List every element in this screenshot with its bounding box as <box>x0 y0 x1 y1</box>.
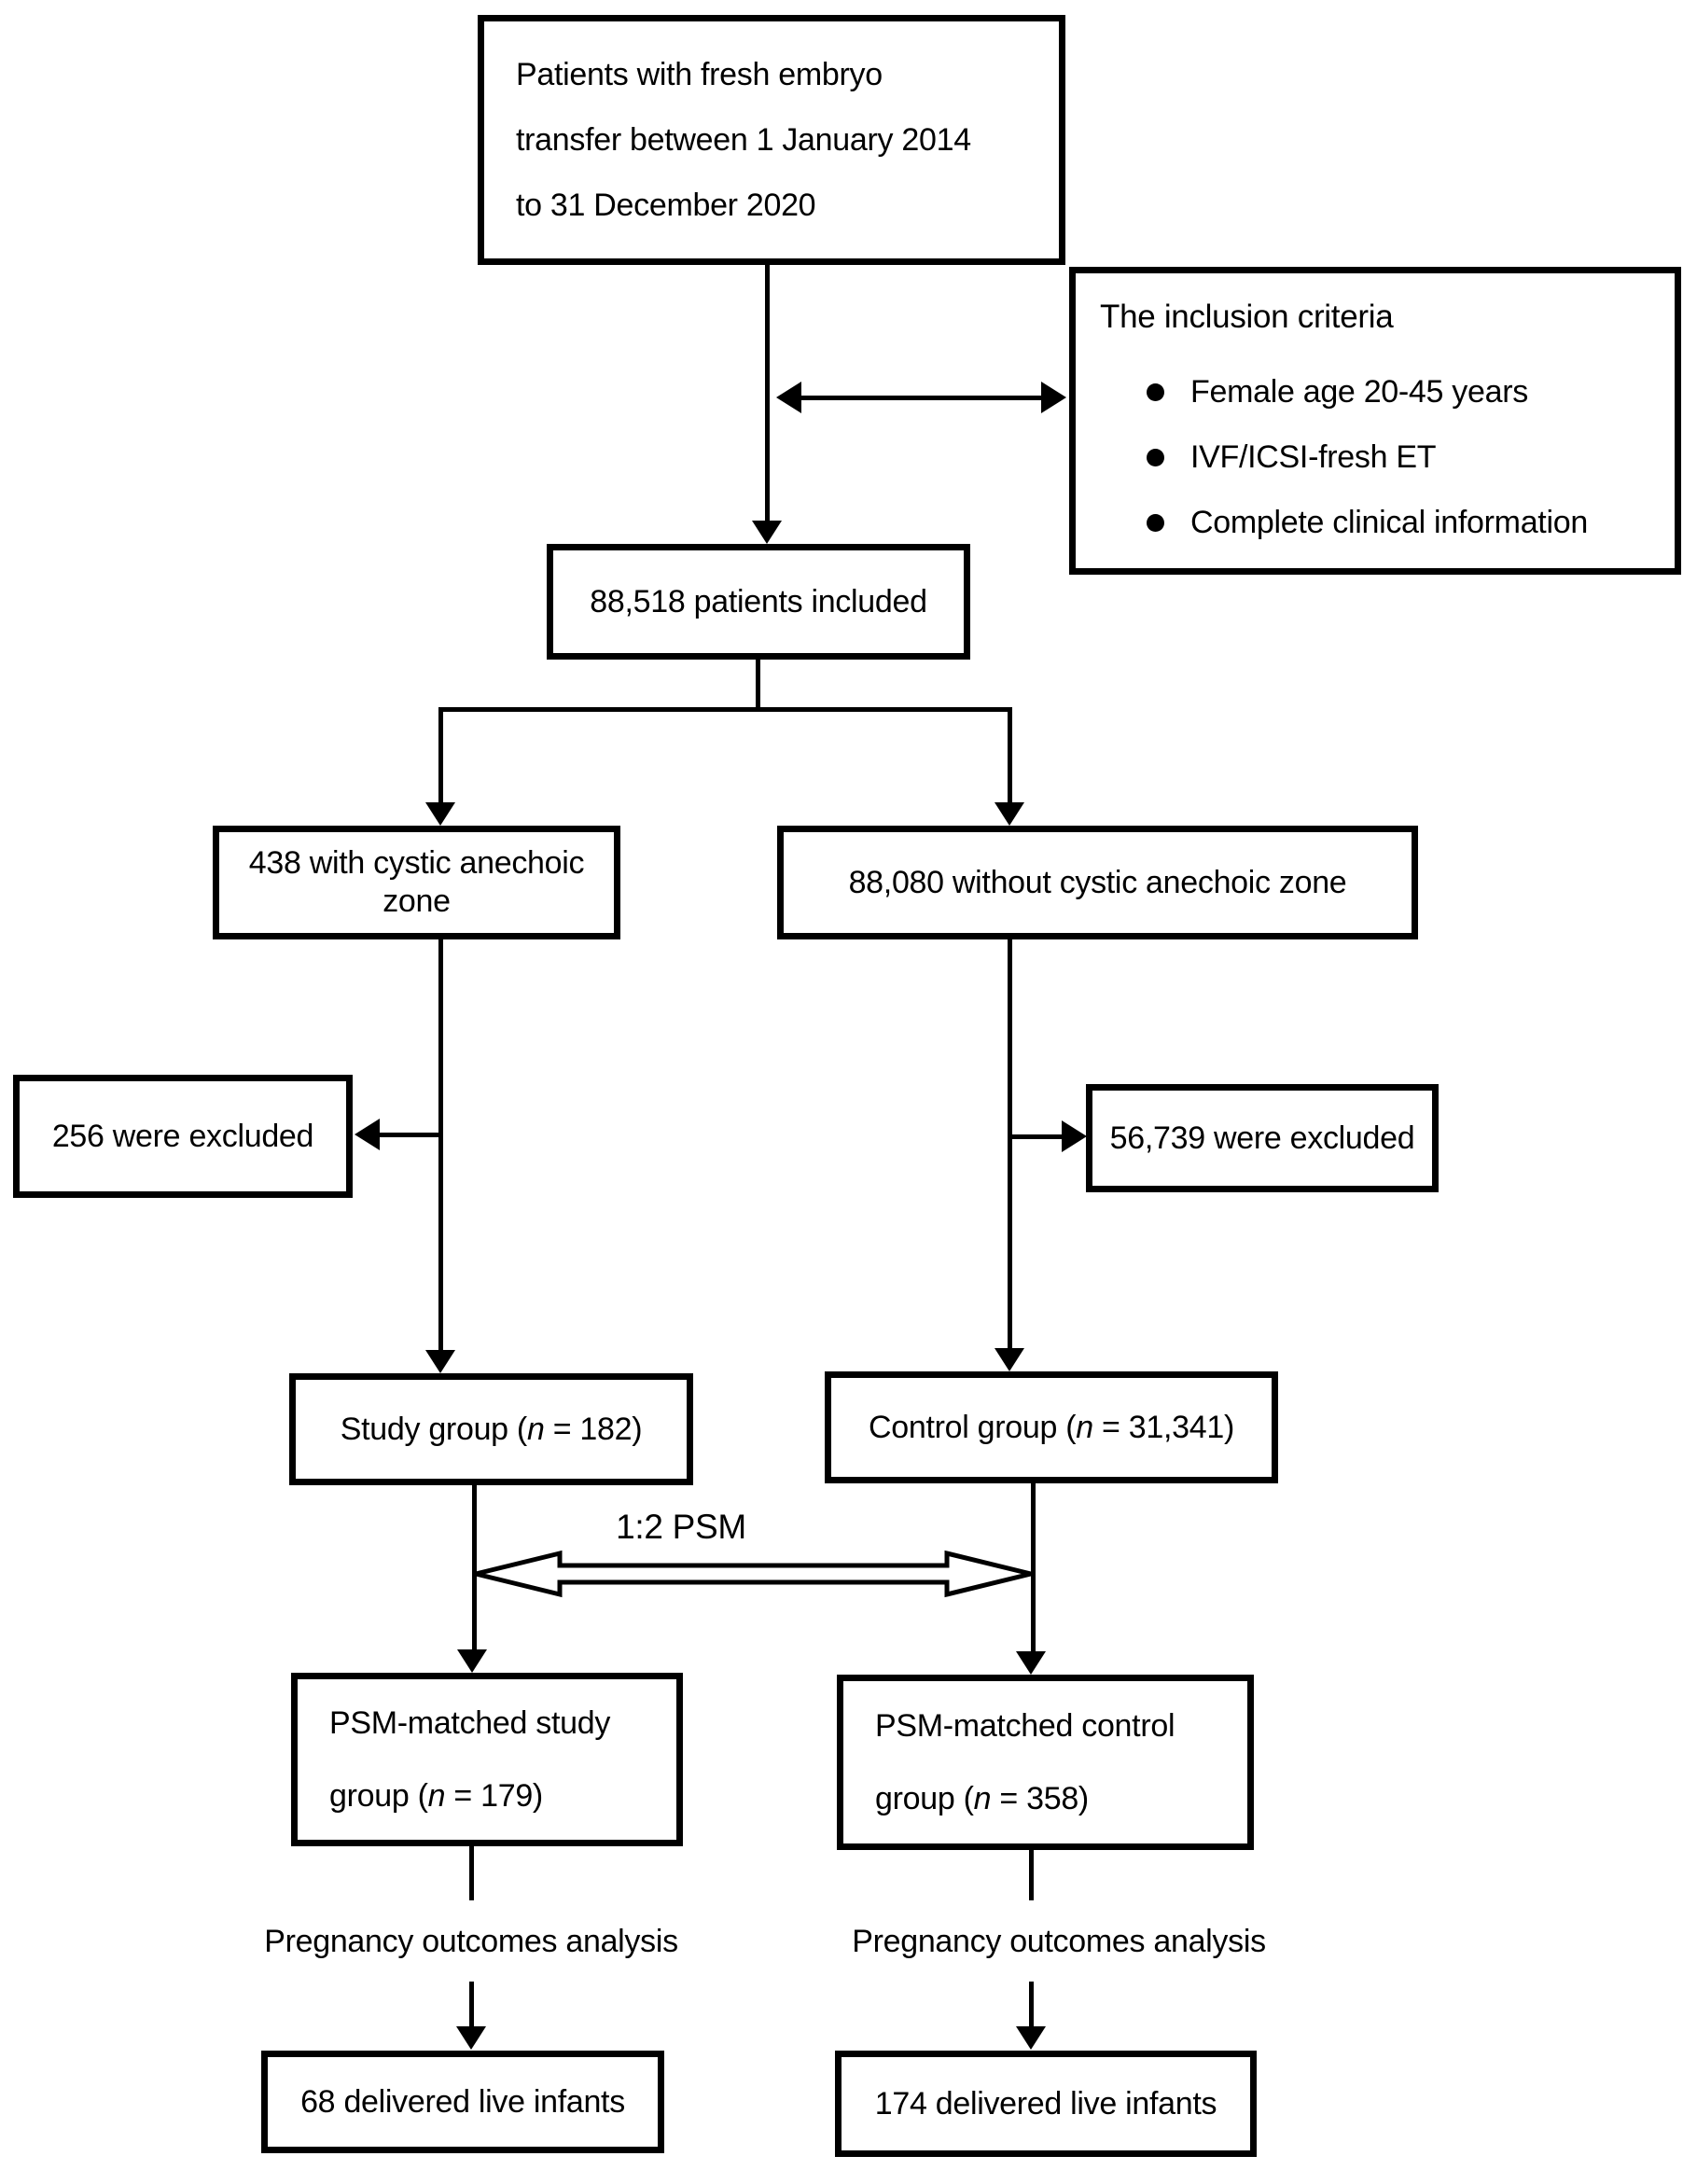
connector-split-horizontal <box>438 707 1012 712</box>
list-item: Complete clinical information <box>1076 490 1675 555</box>
connector-psm-study-to-analysis <box>469 1846 474 1900</box>
connector-inclusion-criteria <box>789 396 1047 400</box>
inclusion-criteria-title: The inclusion criteria <box>1100 299 1394 335</box>
node-text-line: to 31 December 2020 <box>516 188 816 223</box>
arrowhead-left-icon <box>776 382 801 413</box>
node-fresh-embryo-transfer: Patients with fresh embryo transfer betw… <box>478 15 1065 265</box>
arrowhead-right-icon <box>1062 1120 1087 1152</box>
connector-included-to-split <box>756 658 760 711</box>
arrowhead-down-icon <box>1016 1651 1046 1675</box>
connector-analysis-to-infants-right <box>1029 1982 1034 2028</box>
node-text: 438 with cystic anechoic zone <box>248 845 585 919</box>
connector-control-to-psm <box>1031 1483 1036 1651</box>
node-text: 56,739 were excluded <box>1109 1120 1415 1156</box>
arrowhead-down-icon <box>457 1649 487 1673</box>
node-text: 174 delivered live infants <box>874 2085 1217 2121</box>
bullet-icon <box>1147 383 1164 401</box>
arrowhead-down-icon <box>425 802 455 826</box>
node-text: 88,518 patients included <box>590 583 927 619</box>
connector-excluded-right <box>1012 1134 1064 1139</box>
list-item: Female age 20-45 years <box>1076 359 1675 424</box>
node-text-line: transfer between 1 January 2014 <box>516 122 971 158</box>
node-inclusion-criteria: The inclusion criteria Female age 20-45 … <box>1069 267 1681 575</box>
arrowhead-right-icon <box>1041 382 1066 413</box>
arrowhead-down-icon <box>456 2026 486 2050</box>
node-with-cystic-anechoic-zone: 438 with cystic anechoic zone <box>213 826 620 939</box>
node-text: Study group (n = 182) <box>340 1411 643 1447</box>
bullet-icon <box>1147 448 1164 466</box>
list-item-label: Complete clinical information <box>1190 504 1588 540</box>
node-text-line: PSM-matched study <box>329 1705 611 1741</box>
arrowhead-down-icon <box>752 521 782 544</box>
node-excluded-left: 256 were excluded <box>13 1075 353 1198</box>
node-text: 68 delivered live infants <box>300 2083 625 2120</box>
bullet-icon <box>1147 513 1164 532</box>
connector-split-to-without-zone <box>1008 707 1012 804</box>
node-text: 88,080 without cystic anechoic zone <box>848 864 1347 900</box>
node-text-line: group (n = 358) <box>875 1781 1089 1816</box>
node-delivered-live-infants-right: 174 delivered live infants <box>835 2051 1257 2157</box>
italic-n: n <box>973 1781 992 1816</box>
italic-n: n <box>427 1778 446 1814</box>
node-excluded-right: 56,739 were excluded <box>1086 1084 1439 1192</box>
arrowhead-down-icon <box>995 1348 1024 1371</box>
connector-without-zone-to-control <box>1008 938 1012 1348</box>
connector-study-to-psm <box>472 1485 477 1649</box>
italic-n: n <box>1076 1409 1093 1445</box>
inclusion-criteria-list: Female age 20-45 years IVF/ICSI-fresh ET… <box>1076 359 1675 555</box>
connector-split-to-with-zone <box>438 707 443 804</box>
node-text-line: Patients with fresh embryo <box>516 57 883 92</box>
node-without-cystic-anechoic-zone: 88,080 without cystic anechoic zone <box>777 826 1418 939</box>
node-text: Control group (n = 31,341) <box>869 1409 1234 1445</box>
connector-psm-control-to-analysis <box>1029 1850 1034 1900</box>
connector-with-zone-to-study <box>438 938 443 1350</box>
node-text-line: PSM-matched control <box>875 1708 1175 1744</box>
list-item-label: Female age 20-45 years <box>1190 373 1528 410</box>
node-study-group: Study group (n = 182) <box>289 1373 693 1485</box>
psm-double-arrow-icon <box>475 1550 1032 1598</box>
pregnancy-outcomes-label-left: Pregnancy outcomes analysis <box>264 1924 678 1959</box>
psm-ratio-label: 1:2 PSM <box>616 1508 746 1546</box>
arrowhead-down-icon <box>1016 2026 1046 2050</box>
node-psm-matched-study-group: PSM-matched study group (n = 179) <box>291 1673 683 1846</box>
node-delivered-live-infants-left: 68 delivered live infants <box>261 2051 664 2153</box>
node-psm-matched-control-group: PSM-matched control group (n = 358) <box>837 1675 1254 1850</box>
connector-top-to-included <box>765 265 770 522</box>
node-control-group: Control group (n = 31,341) <box>825 1371 1278 1483</box>
list-item: IVF/ICSI-fresh ET <box>1076 424 1675 490</box>
arrowhead-left-icon <box>355 1119 380 1150</box>
pregnancy-outcomes-label-right: Pregnancy outcomes analysis <box>852 1924 1266 1959</box>
arrowhead-down-icon <box>425 1350 455 1373</box>
list-item-label: IVF/ICSI-fresh ET <box>1190 438 1437 475</box>
arrowhead-down-icon <box>995 802 1024 826</box>
node-text: 256 were excluded <box>51 1118 314 1154</box>
connector-analysis-to-infants-left <box>469 1982 474 2028</box>
italic-n: n <box>526 1411 545 1447</box>
connector-excluded-left <box>379 1133 440 1137</box>
node-patients-included: 88,518 patients included <box>547 544 970 660</box>
node-text-line: group (n = 179) <box>329 1778 543 1814</box>
